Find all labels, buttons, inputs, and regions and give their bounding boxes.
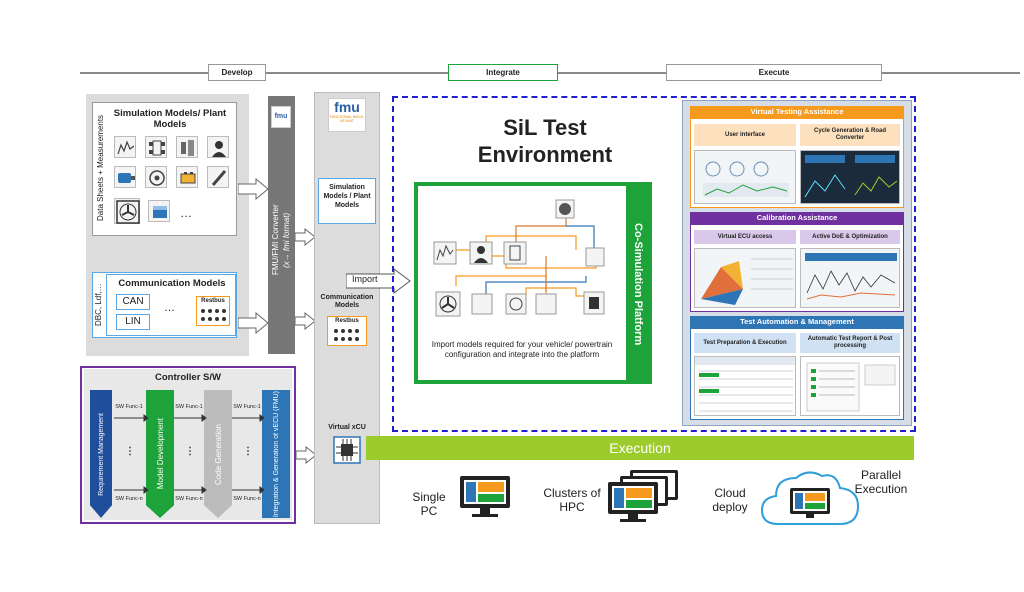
- drive-cycle-icon: [114, 136, 136, 158]
- virtual-testing-title: Virtual Testing Assistance: [690, 106, 904, 119]
- cloud-deploy-label: Cloud deploy: [712, 486, 748, 514]
- co-simulation-label: Co-Simulation Platform: [632, 222, 644, 346]
- sw-dots-1: ⋮: [125, 446, 135, 457]
- sil-environment-frame: [392, 96, 916, 432]
- cooling-fan-icon: [114, 198, 140, 224]
- cal-active-doe: Active DoE & Optimization: [800, 230, 900, 244]
- sw-func-top-1: SW Func-1: [115, 404, 143, 410]
- vta-cycle-screenshot: [800, 150, 900, 204]
- integrate-restbus-label: Restbus: [335, 318, 359, 324]
- communication-models-title: Communication Models: [118, 278, 226, 289]
- execution-bar: Execution: [366, 436, 914, 460]
- integrate-restbus-icon: [334, 329, 359, 341]
- phase-execute: Execute: [666, 64, 882, 81]
- sw-dots-2: ⋮: [185, 446, 195, 457]
- arrow-sim-to-converter: [238, 178, 269, 200]
- sw-func-bottom-3: SW Func-n: [233, 496, 261, 502]
- comm-ellipsis: …: [164, 302, 175, 314]
- single-pc-label: Single PC: [412, 490, 446, 518]
- arrow-converter-to-integrate-2: [295, 312, 316, 330]
- import-label: Import: [352, 274, 378, 284]
- vta-user-interface: User interface: [694, 124, 796, 146]
- sil-title-line1: SiL Test: [503, 115, 587, 140]
- co-simulation-caption: Import models required for your vehicle/…: [431, 340, 613, 359]
- chip-icon: [333, 436, 361, 464]
- arrow-comm-to-converter: [238, 312, 269, 334]
- engine-icon: [145, 166, 167, 188]
- fmu-converter-sub: (x→ fmi format): [282, 212, 291, 268]
- data-sheets-label: Data Sheets + Measurements: [96, 114, 105, 222]
- integrate-comm-models: Communication Models: [320, 294, 374, 309]
- sw-func-top-2: SW Func-1: [175, 404, 203, 410]
- ta-prep-screenshot: [694, 356, 796, 416]
- fmu-converter-label: FMU/FMI Converter: [271, 204, 280, 276]
- stage-requirement-management: Requirement Management: [90, 390, 112, 518]
- vta-ui-screenshot: [694, 150, 796, 204]
- clusters-hpc-monitors-icon: [608, 470, 678, 522]
- sw-func-top-3: SW Func-1: [233, 404, 261, 410]
- injector-icon: [207, 166, 229, 188]
- restbus-network-icon: [201, 309, 226, 321]
- stage-code-generation: Code Generation: [204, 390, 232, 518]
- arrow-controller-to-integrate: [296, 446, 317, 464]
- simulation-models-title: Simulation Models/ Plant Models: [113, 108, 227, 130]
- arrow-converter-to-integrate-1: [295, 228, 316, 246]
- ta-report-screenshot: [800, 356, 900, 416]
- sil-title-line2: Environment: [477, 142, 613, 167]
- import-arrow: [346, 268, 411, 294]
- sw-func-bottom-2: SW Func-n: [175, 496, 203, 502]
- ta-report: Automatic Test Report & Post processing: [800, 333, 900, 353]
- dbc-label: DBC, Ldf,…: [94, 283, 103, 327]
- phase-integrate: Integrate: [448, 64, 558, 81]
- sw-func-bottom-1: SW Func-n: [115, 496, 143, 502]
- can-box: CAN: [116, 294, 150, 310]
- ta-preparation: Test Preparation & Execution: [694, 333, 796, 353]
- cloud-icon: [760, 471, 860, 525]
- driver-icon: [207, 136, 229, 158]
- controller-sw-title: Controller S/W: [155, 372, 221, 383]
- phase-develop: Develop: [208, 64, 266, 81]
- stage-integration-vecu: Integration & Generation of vECU (FMU): [262, 390, 290, 518]
- more-models-ellipsis: …: [180, 206, 192, 220]
- fmu-logo-box: fmu FUNCTIONAL MOCK-UP UNIT: [328, 98, 366, 132]
- test-automation-title: Test Automation & Management: [690, 316, 904, 329]
- sw-func-arrows: [114, 414, 264, 494]
- restbus-label: Restbus: [201, 298, 225, 304]
- stage-model-development: Model Development: [146, 390, 174, 518]
- vta-cycle-generation: Cycle Generation & Road Converter: [800, 124, 900, 146]
- co-simulation-network: [433, 199, 605, 317]
- integrate-restbus-box: Restbus: [327, 316, 367, 346]
- clusters-hpc-label: Clusters of HPC: [543, 486, 601, 514]
- cal-doe-screenshot: [800, 248, 900, 308]
- fmu-small-logo: fmu: [271, 106, 291, 128]
- cal-virtual-ecu: Virtual ECU access: [694, 230, 796, 244]
- restbus-box: Restbus: [196, 296, 230, 326]
- sw-dots-3: ⋮: [243, 446, 253, 457]
- single-pc-monitor-icon: [460, 476, 510, 517]
- lin-box: LIN: [116, 314, 150, 330]
- fmu-converter-column: [268, 96, 295, 354]
- parallel-execution-label: Parallel Execution: [854, 468, 908, 496]
- cal-ecu-screenshot: [694, 248, 796, 308]
- electric-motor-icon: [114, 166, 136, 188]
- tank-icon: [148, 200, 170, 222]
- virtual-xcu-label: Virtual xCU: [328, 424, 366, 431]
- calibration-title: Calibration Assistance: [690, 212, 904, 225]
- vehicle-chassis-icon: [145, 136, 167, 158]
- battery-icon: [176, 166, 198, 188]
- gearbox-icon: [176, 136, 198, 158]
- integrate-sim-models: Simulation Models / Plant Models: [318, 178, 376, 224]
- fmu-logo: fmu: [334, 99, 360, 115]
- fmu-logo-sub: FUNCTIONAL MOCK-UP UNIT: [329, 115, 365, 123]
